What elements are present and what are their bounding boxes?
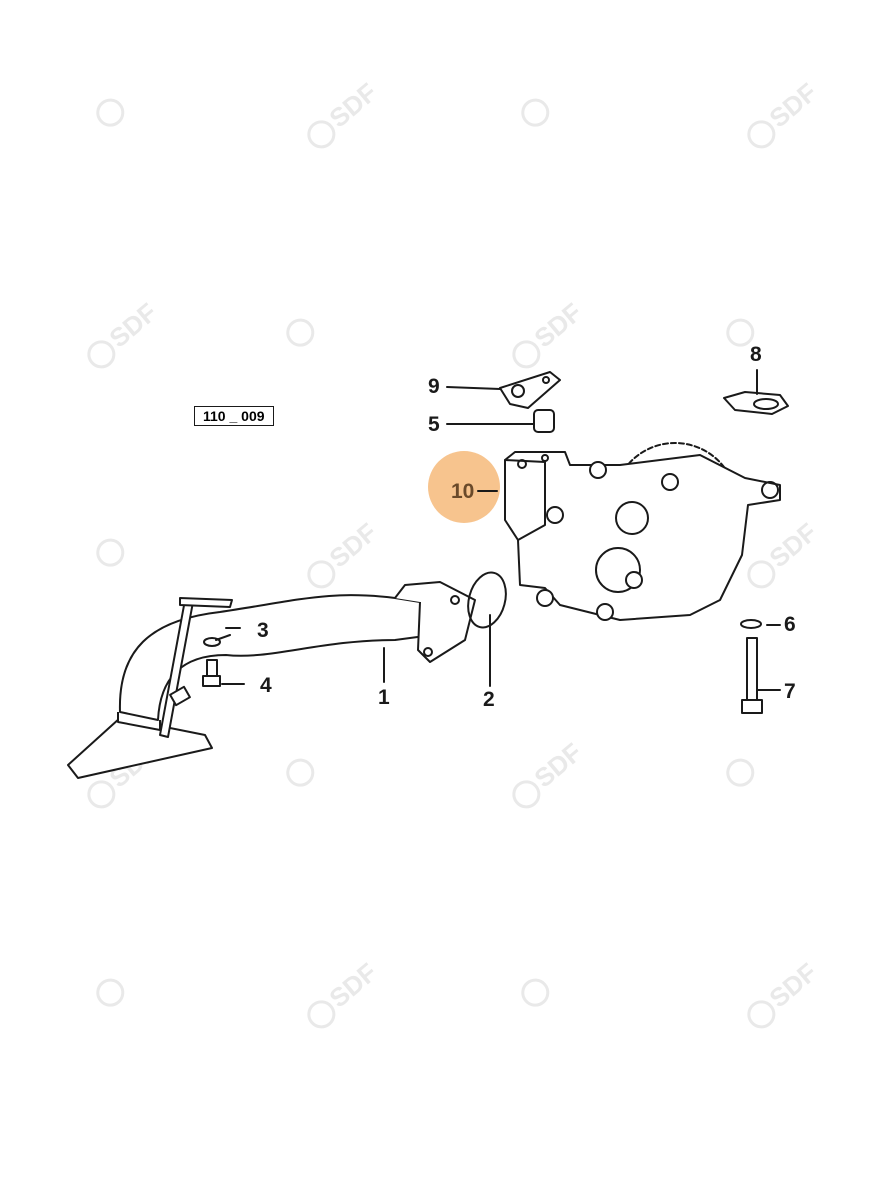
part-8-gasket[interactable] [723,391,789,415]
part-6-washer[interactable] [740,619,762,629]
callout-8[interactable]: 8 [750,343,762,366]
diagram-reference-code: 110 _ 009 [194,406,274,426]
callout-2[interactable]: 2 [483,688,495,711]
callout-9[interactable]: 9 [428,375,440,398]
part-7-bolt[interactable] [741,637,763,714]
callout-5[interactable]: 5 [428,413,440,436]
highlight-part-10[interactable] [428,451,500,523]
part-1-suction-pipe[interactable] [67,581,476,779]
part-9-gasket[interactable] [499,371,561,409]
part-10-oil-pump[interactable] [504,442,781,621]
callout-7[interactable]: 7 [784,680,796,703]
part-4-screw[interactable] [202,659,221,687]
part-5-bushing[interactable] [533,409,555,433]
leader-lines [215,369,781,691]
callout-1[interactable]: 1 [378,686,390,709]
callout-3[interactable]: 3 [257,619,269,642]
callout-6[interactable]: 6 [784,613,796,636]
part-2-o-ring[interactable] [462,568,511,631]
callout-4[interactable]: 4 [260,674,272,697]
callout-10[interactable]: 10 [451,480,475,503]
